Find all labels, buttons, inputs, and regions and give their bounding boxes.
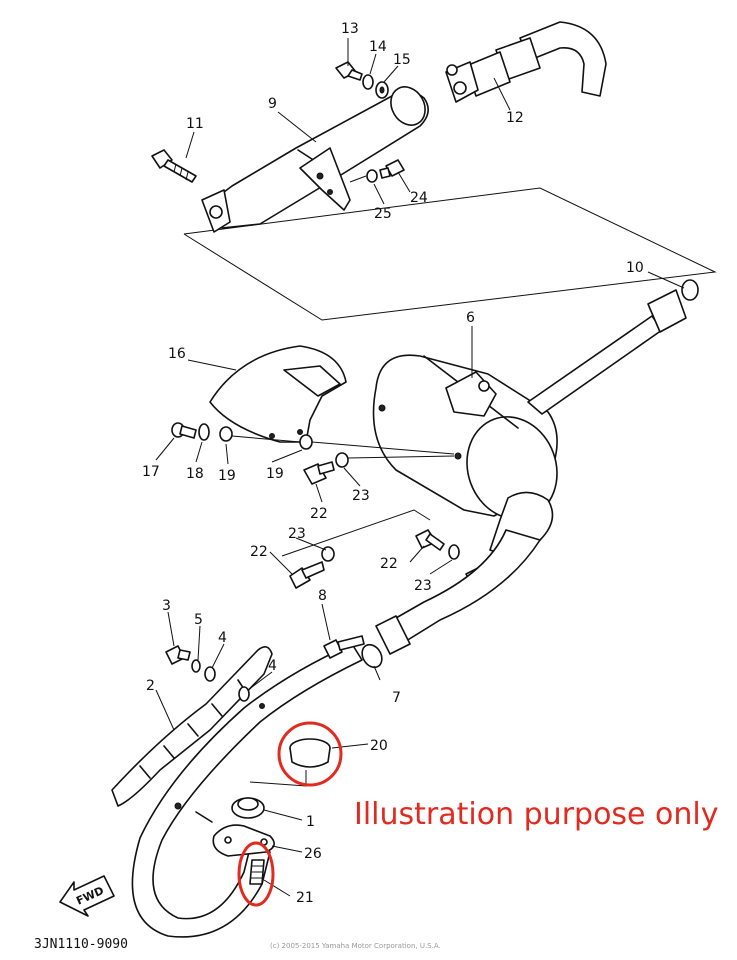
washer-part-23a bbox=[335, 452, 349, 468]
part-label-22b: 22 bbox=[250, 544, 268, 560]
part-label-14: 14 bbox=[369, 39, 387, 55]
part-label-2: 2 bbox=[146, 678, 155, 694]
bolt-part-11 bbox=[151, 149, 197, 183]
bolt-part-22a bbox=[303, 461, 335, 485]
part-label-4b: 4 bbox=[268, 658, 277, 674]
part-label-23a: 23 bbox=[352, 488, 370, 504]
bolt-part-3 bbox=[165, 645, 191, 665]
washer-part-14 bbox=[362, 74, 374, 90]
cap-part-10 bbox=[681, 279, 699, 301]
part-label-3: 3 bbox=[162, 598, 171, 614]
mount-outline bbox=[281, 509, 431, 557]
heat-protector-part-16 bbox=[209, 345, 347, 443]
part-label-1: 1 bbox=[306, 814, 315, 830]
part-label-22a: 22 bbox=[310, 506, 328, 522]
highlight-circle-stud-21 bbox=[237, 841, 275, 907]
part-label-24: 24 bbox=[410, 190, 428, 206]
washer-part-4b bbox=[238, 686, 250, 702]
bolt-part-22c bbox=[415, 529, 445, 551]
copyright-text: (c) 2005-2015 Yamaha Motor Corporation, … bbox=[270, 942, 441, 950]
inner-pipe-part-9 bbox=[201, 86, 429, 233]
part-label-23c: 23 bbox=[414, 578, 432, 594]
stud-bolt-part-21 bbox=[249, 859, 265, 885]
part-label-19a: 19 bbox=[218, 468, 236, 484]
bolt-part-13 bbox=[335, 61, 363, 81]
exhaust-pipe bbox=[131, 529, 541, 938]
part-label-18: 18 bbox=[186, 466, 204, 482]
part-label-23b: 23 bbox=[288, 526, 306, 542]
part-label-12: 12 bbox=[506, 110, 524, 126]
washer-part-25 bbox=[366, 169, 378, 183]
bolt-part-22b bbox=[289, 561, 325, 589]
group-outline bbox=[183, 187, 717, 321]
part-label-7: 7 bbox=[392, 690, 401, 706]
washer-part-19b bbox=[299, 434, 313, 450]
part-label-17: 17 bbox=[142, 464, 160, 480]
part-label-16: 16 bbox=[168, 346, 186, 362]
part-label-22c: 22 bbox=[380, 556, 398, 572]
part-label-25: 25 bbox=[374, 206, 392, 222]
collar-part-18 bbox=[198, 423, 210, 441]
part-label-8: 8 bbox=[318, 588, 327, 604]
bolt-part-8 bbox=[323, 635, 365, 659]
protector-part-2 bbox=[111, 646, 273, 807]
muffler-part-6 bbox=[372, 279, 699, 561]
part-label-9: 9 bbox=[268, 96, 277, 112]
part-label-4a: 4 bbox=[218, 630, 227, 646]
forward-arrow: FWD bbox=[59, 875, 115, 917]
clamp-part-7 bbox=[375, 615, 411, 655]
gasket-part-20 bbox=[289, 738, 331, 768]
washer-part-23c bbox=[448, 544, 460, 560]
washer-part-23b bbox=[321, 546, 335, 562]
part-label-6: 6 bbox=[466, 310, 475, 326]
part-label-19b: 19 bbox=[266, 466, 284, 482]
illustration-note: Illustration purpose only bbox=[354, 797, 719, 832]
leader-lines bbox=[155, 38, 685, 897]
washer-part-19a bbox=[219, 426, 233, 442]
highlight-circle-gasket-20 bbox=[277, 721, 343, 787]
part-label-5: 5 bbox=[194, 612, 203, 628]
part-label-11: 11 bbox=[186, 116, 204, 132]
bolt-part-17 bbox=[171, 422, 197, 439]
part-label-20: 20 bbox=[370, 738, 388, 754]
part-label-15: 15 bbox=[393, 52, 411, 68]
bolt-part-24 bbox=[379, 159, 405, 179]
part-label-21: 21 bbox=[296, 890, 314, 906]
part-label-13: 13 bbox=[341, 21, 359, 37]
washer-part-4a bbox=[204, 666, 216, 682]
part-label-26: 26 bbox=[304, 846, 322, 862]
flange-part-26 bbox=[212, 824, 275, 857]
spark-arrester-part-12 bbox=[445, 21, 607, 103]
washer-part-5 bbox=[191, 659, 201, 673]
part-label-10: 10 bbox=[626, 260, 644, 276]
gasket-part-1 bbox=[231, 797, 265, 819]
diagram-code: 3JN1110-9090 bbox=[34, 937, 128, 952]
